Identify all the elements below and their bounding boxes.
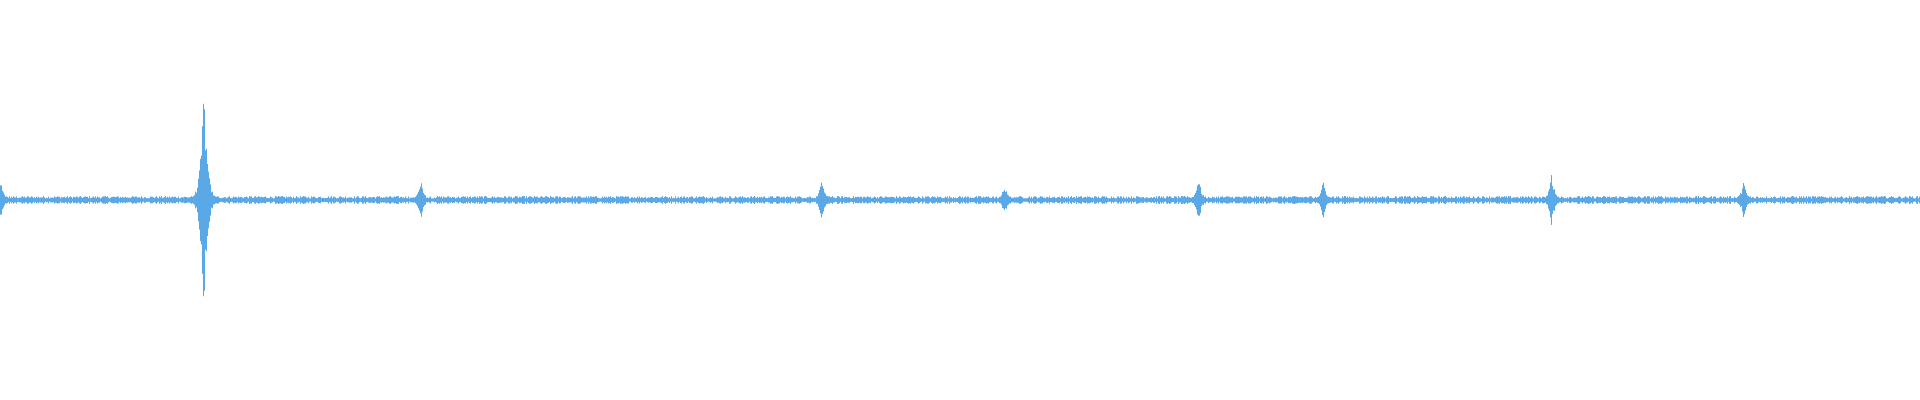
- waveform-strokes: [0, 103, 1920, 297]
- waveform-amplitude-strokes: [0, 103, 1920, 297]
